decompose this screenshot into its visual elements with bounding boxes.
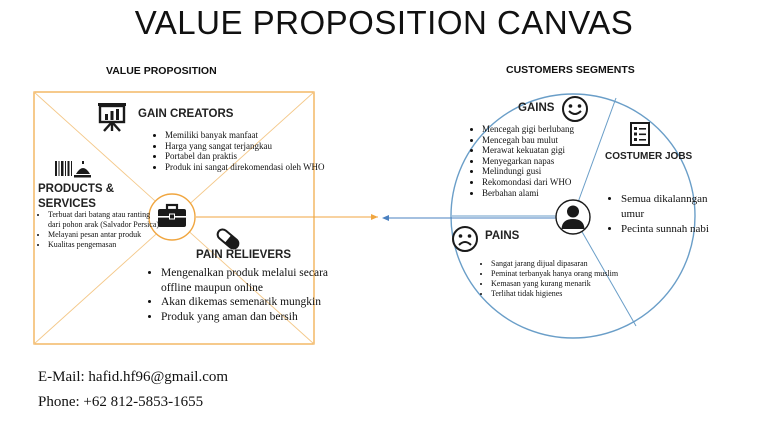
customer-segments-heading: CUSTOMERS SEGMENTS — [506, 64, 635, 76]
list-item: Terbuat dari batang atau ranting dari po… — [48, 210, 160, 230]
list-item: Pecinta sunnah nabi — [621, 222, 711, 237]
list-item: Menyegarkan napas — [482, 156, 632, 167]
gain-creators-list: Memiliki banyak manfaat Harga yang sanga… — [151, 130, 333, 172]
list-item: Memiliki banyak manfaat — [165, 130, 333, 141]
list-item: Mengenalkan produk melalui secara offlin… — [161, 266, 331, 295]
pains-list: Sangat jarang dijual dipasaran Peminat t… — [477, 259, 625, 299]
customer-segment-circle — [450, 93, 696, 339]
presentation-board-icon — [96, 100, 128, 137]
circle-divider-top — [572, 97, 617, 217]
sad-face-icon — [451, 225, 479, 258]
customer-jobs-list: Semua dikalanngan umur Pecinta sunnah na… — [607, 192, 711, 237]
fit-arrow-blue-head — [382, 215, 389, 221]
list-item: Harga yang sangat terjangkau — [165, 141, 333, 152]
list-item: Berbahan alami — [482, 188, 632, 199]
list-item: Kualitas pengemasan — [48, 240, 160, 250]
user-icon — [555, 199, 591, 240]
page-title: VALUE PROPOSITION CANVAS — [134, 4, 634, 41]
fit-arrow-orange-head — [371, 214, 378, 220]
list-item: Produk ini sangat direkomendasi oleh WHO — [165, 162, 333, 173]
gain-creators-title: GAIN CREATORS — [138, 108, 234, 120]
list-item: Akan dikemas semenarik mungkin — [161, 295, 331, 310]
pain-relievers-title: PAIN RELIEVERS — [196, 249, 291, 261]
list-item: Sangat jarang dijual dipasaran — [491, 259, 625, 269]
pains-title: PAINS — [485, 230, 520, 242]
barcode-product-icon — [54, 158, 92, 185]
list-item: Mencegah gigi berlubang — [482, 124, 632, 135]
value-proposition-heading: VALUE PROPOSITION — [106, 65, 217, 77]
contact-phone: Phone: +62 812-5853-1655 — [38, 394, 204, 410]
gains-list: Mencegah gigi berlubang Mencegah bau mul… — [468, 124, 632, 198]
circle-divider-bottom — [572, 215, 637, 327]
list-item: Melindungi gusi — [482, 166, 632, 177]
list-item: Terlihat tidak higienes — [491, 289, 625, 299]
list-item: Produk yang aman dan bersih — [161, 310, 331, 325]
briefcase-icon — [157, 203, 187, 234]
products-services-list: Terbuat dari batang atau ranting dari po… — [37, 210, 160, 250]
smiley-face-icon — [561, 95, 589, 128]
list-item: Mencegah bau mulut — [482, 135, 632, 146]
list-item: Peminat terbanyak hanya orang muslim — [491, 269, 625, 279]
contact-email: E-Mail: hafid.hf96@gmail.com — [38, 369, 229, 385]
list-item: Rekomondasi dari WHO — [482, 177, 632, 188]
list-item: Kemasan yang kurang menarik — [491, 279, 625, 289]
value-proposition-square — [33, 91, 315, 345]
list-item: Portabel dan praktis — [165, 151, 333, 162]
pain-relievers-list: Mengenalkan produk melalui secara offlin… — [147, 266, 331, 324]
gains-title: GAINS — [518, 102, 555, 114]
products-services-title: PRODUCTS & SERVICES — [38, 183, 115, 210]
pill-icon — [214, 226, 242, 257]
list-item: Semua dikalanngan umur — [621, 192, 711, 222]
customer-jobs-title: COSTUMER JOBS — [605, 151, 693, 162]
list-item: Melayani pesan antar produk — [48, 230, 160, 240]
checklist-icon — [629, 121, 651, 152]
list-item: Merawat kekuatan gigi — [482, 145, 632, 156]
